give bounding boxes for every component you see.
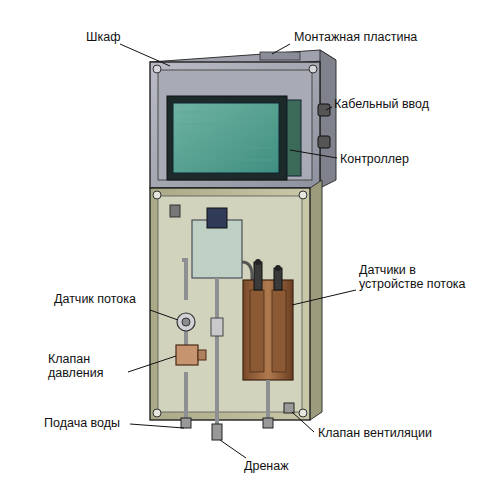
sensors-label: Датчики в устройстве потока: [359, 263, 471, 291]
pressure-valve-label: Клапан давления: [48, 352, 128, 380]
cabinet-label: Шкаф: [86, 30, 120, 44]
flow-sensor-label: Датчик потока: [54, 292, 136, 306]
controller-label: Контроллер: [340, 152, 409, 166]
cable-gland-label: Кабельный ввод: [334, 97, 429, 111]
drain-label: Дренаж: [244, 459, 289, 473]
mounting-plate-label: Монтажная пластина: [294, 30, 417, 44]
water-inlet-label: Подача воды: [44, 416, 120, 430]
vent-valve-label: Клапан вентиляции: [318, 426, 432, 440]
